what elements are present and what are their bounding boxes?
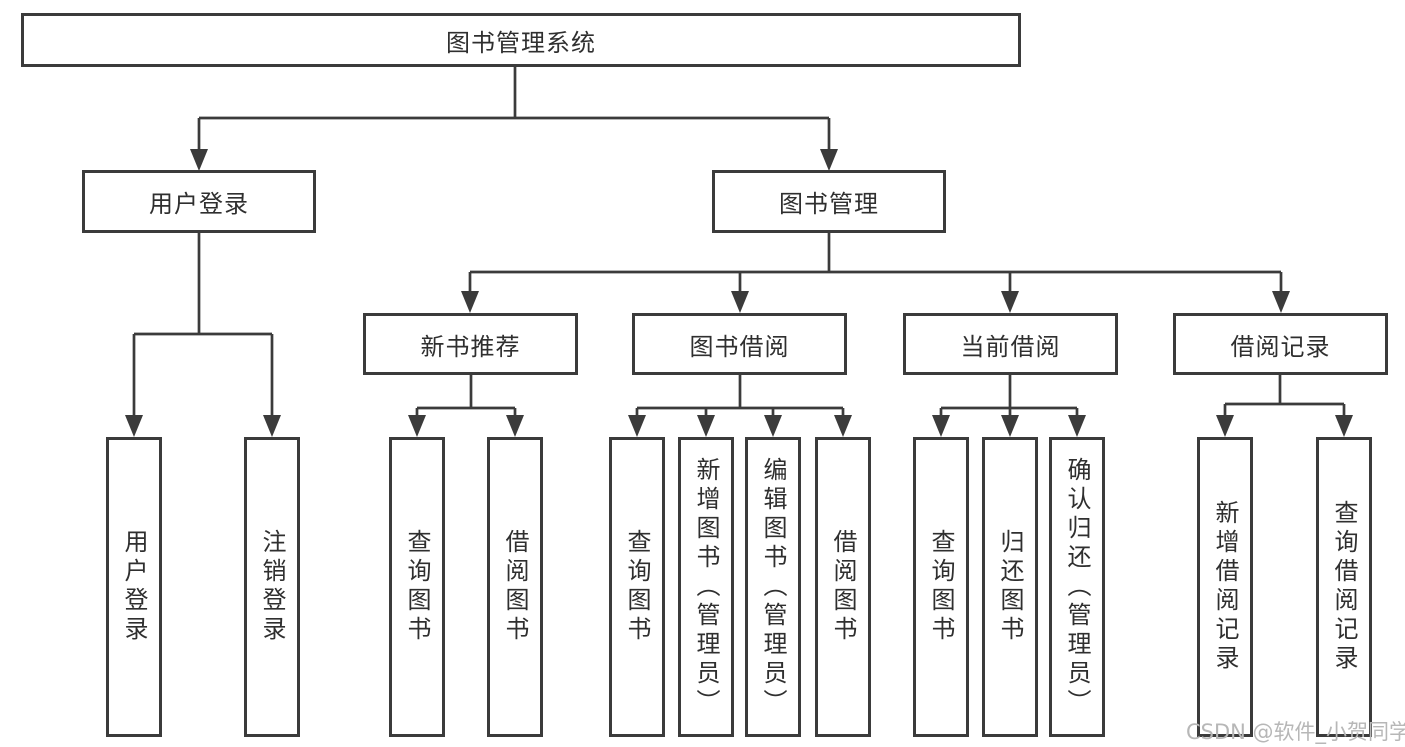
node-label: 查询图书	[403, 529, 431, 645]
node-label: 注销登录	[258, 529, 286, 645]
node-user-login: 用户登录	[82, 170, 316, 233]
leaf-borrowing-query-books: 查询图书	[609, 437, 665, 737]
node-library-management-system: 图书管理系统	[21, 13, 1021, 67]
node-label: 查询图书	[623, 529, 651, 645]
node-label: 确认归还（管理员）	[1063, 456, 1091, 718]
node-label: 新书推荐	[420, 332, 521, 361]
arrowheads	[125, 149, 1353, 437]
leaf-edit-book-admin: 编辑图书（管理员）	[745, 437, 801, 737]
node-label: 借阅图书	[829, 529, 857, 645]
leaf-user-login: 用户登录	[106, 437, 162, 737]
node-borrow-records: 借阅记录	[1173, 313, 1388, 375]
node-label: 编辑图书（管理员）	[759, 456, 787, 718]
node-label: 新增借阅记录	[1211, 500, 1239, 674]
node-label: 当前借阅	[960, 332, 1061, 361]
leaf-current-query-books: 查询图书	[913, 437, 969, 737]
leaf-recommend-borrow-books: 借阅图书	[487, 437, 543, 737]
node-label: 用户登录	[149, 190, 249, 218]
node-label: 查询借阅记录	[1330, 500, 1358, 674]
leaf-add-book-admin: 新增图书（管理员）	[678, 437, 734, 737]
node-label: 查询图书	[927, 529, 955, 645]
node-book-borrowing: 图书借阅	[632, 313, 847, 375]
leaf-query-borrow-record: 查询借阅记录	[1316, 437, 1372, 737]
leaf-borrowing-borrow-books: 借阅图书	[815, 437, 871, 737]
leaf-logout: 注销登录	[244, 437, 300, 737]
node-label: 借阅图书	[501, 529, 529, 645]
node-label: 用户登录	[120, 529, 148, 645]
node-book-management: 图书管理	[712, 170, 946, 233]
node-label: 图书管理	[779, 190, 879, 218]
node-label: 新增图书（管理员）	[692, 456, 720, 718]
node-current-borrowing: 当前借阅	[903, 313, 1118, 375]
leaf-recommend-query-books: 查询图书	[389, 437, 445, 737]
node-label: 图书借阅	[689, 332, 790, 361]
node-label: 归还图书	[996, 529, 1024, 645]
node-label: 图书管理系统	[446, 28, 596, 57]
node-label: 借阅记录	[1230, 332, 1331, 361]
leaf-add-borrow-record: 新增借阅记录	[1197, 437, 1253, 737]
leaf-return-books: 归还图书	[982, 437, 1038, 737]
csdn-watermark: CSDN @软件_小贺同学	[1186, 720, 1405, 744]
leaf-confirm-return-admin: 确认归还（管理员）	[1049, 437, 1105, 737]
node-new-book-recommend: 新书推荐	[363, 313, 578, 375]
